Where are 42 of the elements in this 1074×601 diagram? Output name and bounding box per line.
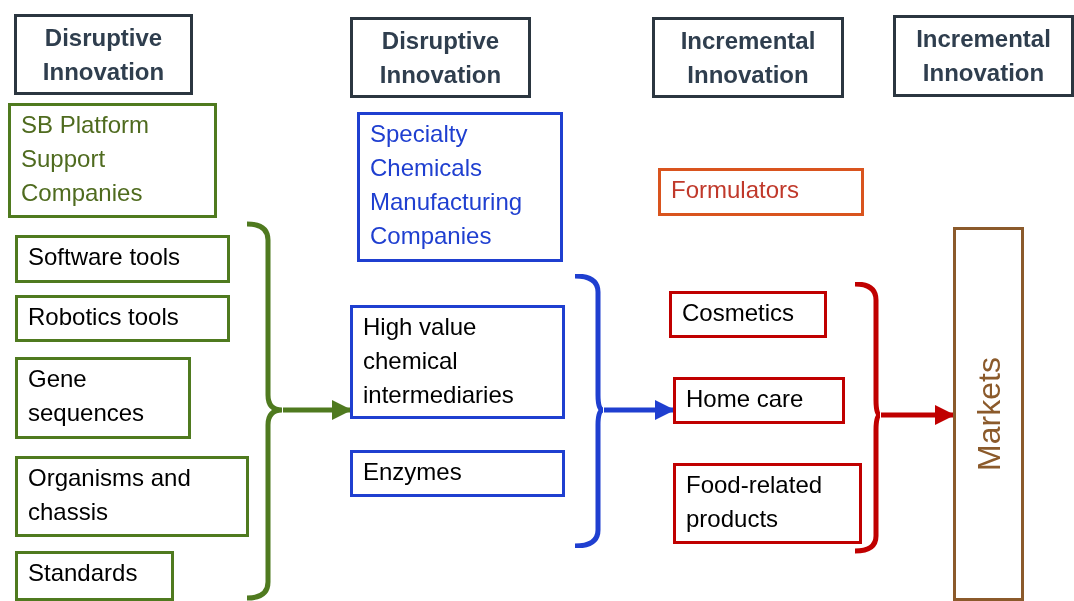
node-label: High value chemical intermediaries <box>363 312 515 410</box>
category-box <box>8 103 217 218</box>
node-label: Disruptive Innovation <box>41 22 166 87</box>
category-box <box>357 112 563 262</box>
item-box <box>15 295 230 342</box>
node-label: Incremental Innovation <box>915 24 1052 88</box>
header-box <box>14 14 193 95</box>
item-box <box>15 235 230 283</box>
node-label: Home care <box>686 384 805 414</box>
header-box <box>652 17 844 98</box>
node-label: Incremental Innovation <box>679 25 817 90</box>
node-label: Specialty Chemicals Manufacturing Companies <box>370 119 524 251</box>
item-box <box>350 450 565 497</box>
arrow <box>283 400 352 420</box>
arrow <box>604 400 675 420</box>
item-box <box>669 291 827 338</box>
bracket <box>853 282 881 554</box>
node-label: Standards <box>28 558 139 588</box>
header-box <box>350 17 531 98</box>
item-box <box>15 456 249 537</box>
bracket <box>245 221 283 601</box>
item-box <box>673 463 862 544</box>
item-box <box>350 305 565 419</box>
category-box <box>658 168 864 216</box>
item-box <box>673 377 845 424</box>
header-box <box>893 15 1074 97</box>
arrow <box>881 405 955 425</box>
node-label: Gene sequences <box>28 364 146 428</box>
node-label: Enzymes <box>363 457 463 487</box>
node-label: Formulators <box>671 175 801 205</box>
node-label: Disruptive Innovation <box>378 25 503 90</box>
node-label: Food-related products <box>686 470 824 534</box>
node-label: SB Platform Support Companies <box>21 110 151 208</box>
node-label: Software tools <box>28 242 182 272</box>
bracket <box>573 274 604 548</box>
node-label: Cosmetics <box>682 298 796 328</box>
node-label: Robotics tools <box>28 302 180 332</box>
node-label: Organisms and chassis <box>28 463 192 527</box>
item-box <box>15 357 191 439</box>
item-box <box>15 551 174 601</box>
market-box <box>953 227 1024 601</box>
node-label: Markets <box>970 357 1007 471</box>
